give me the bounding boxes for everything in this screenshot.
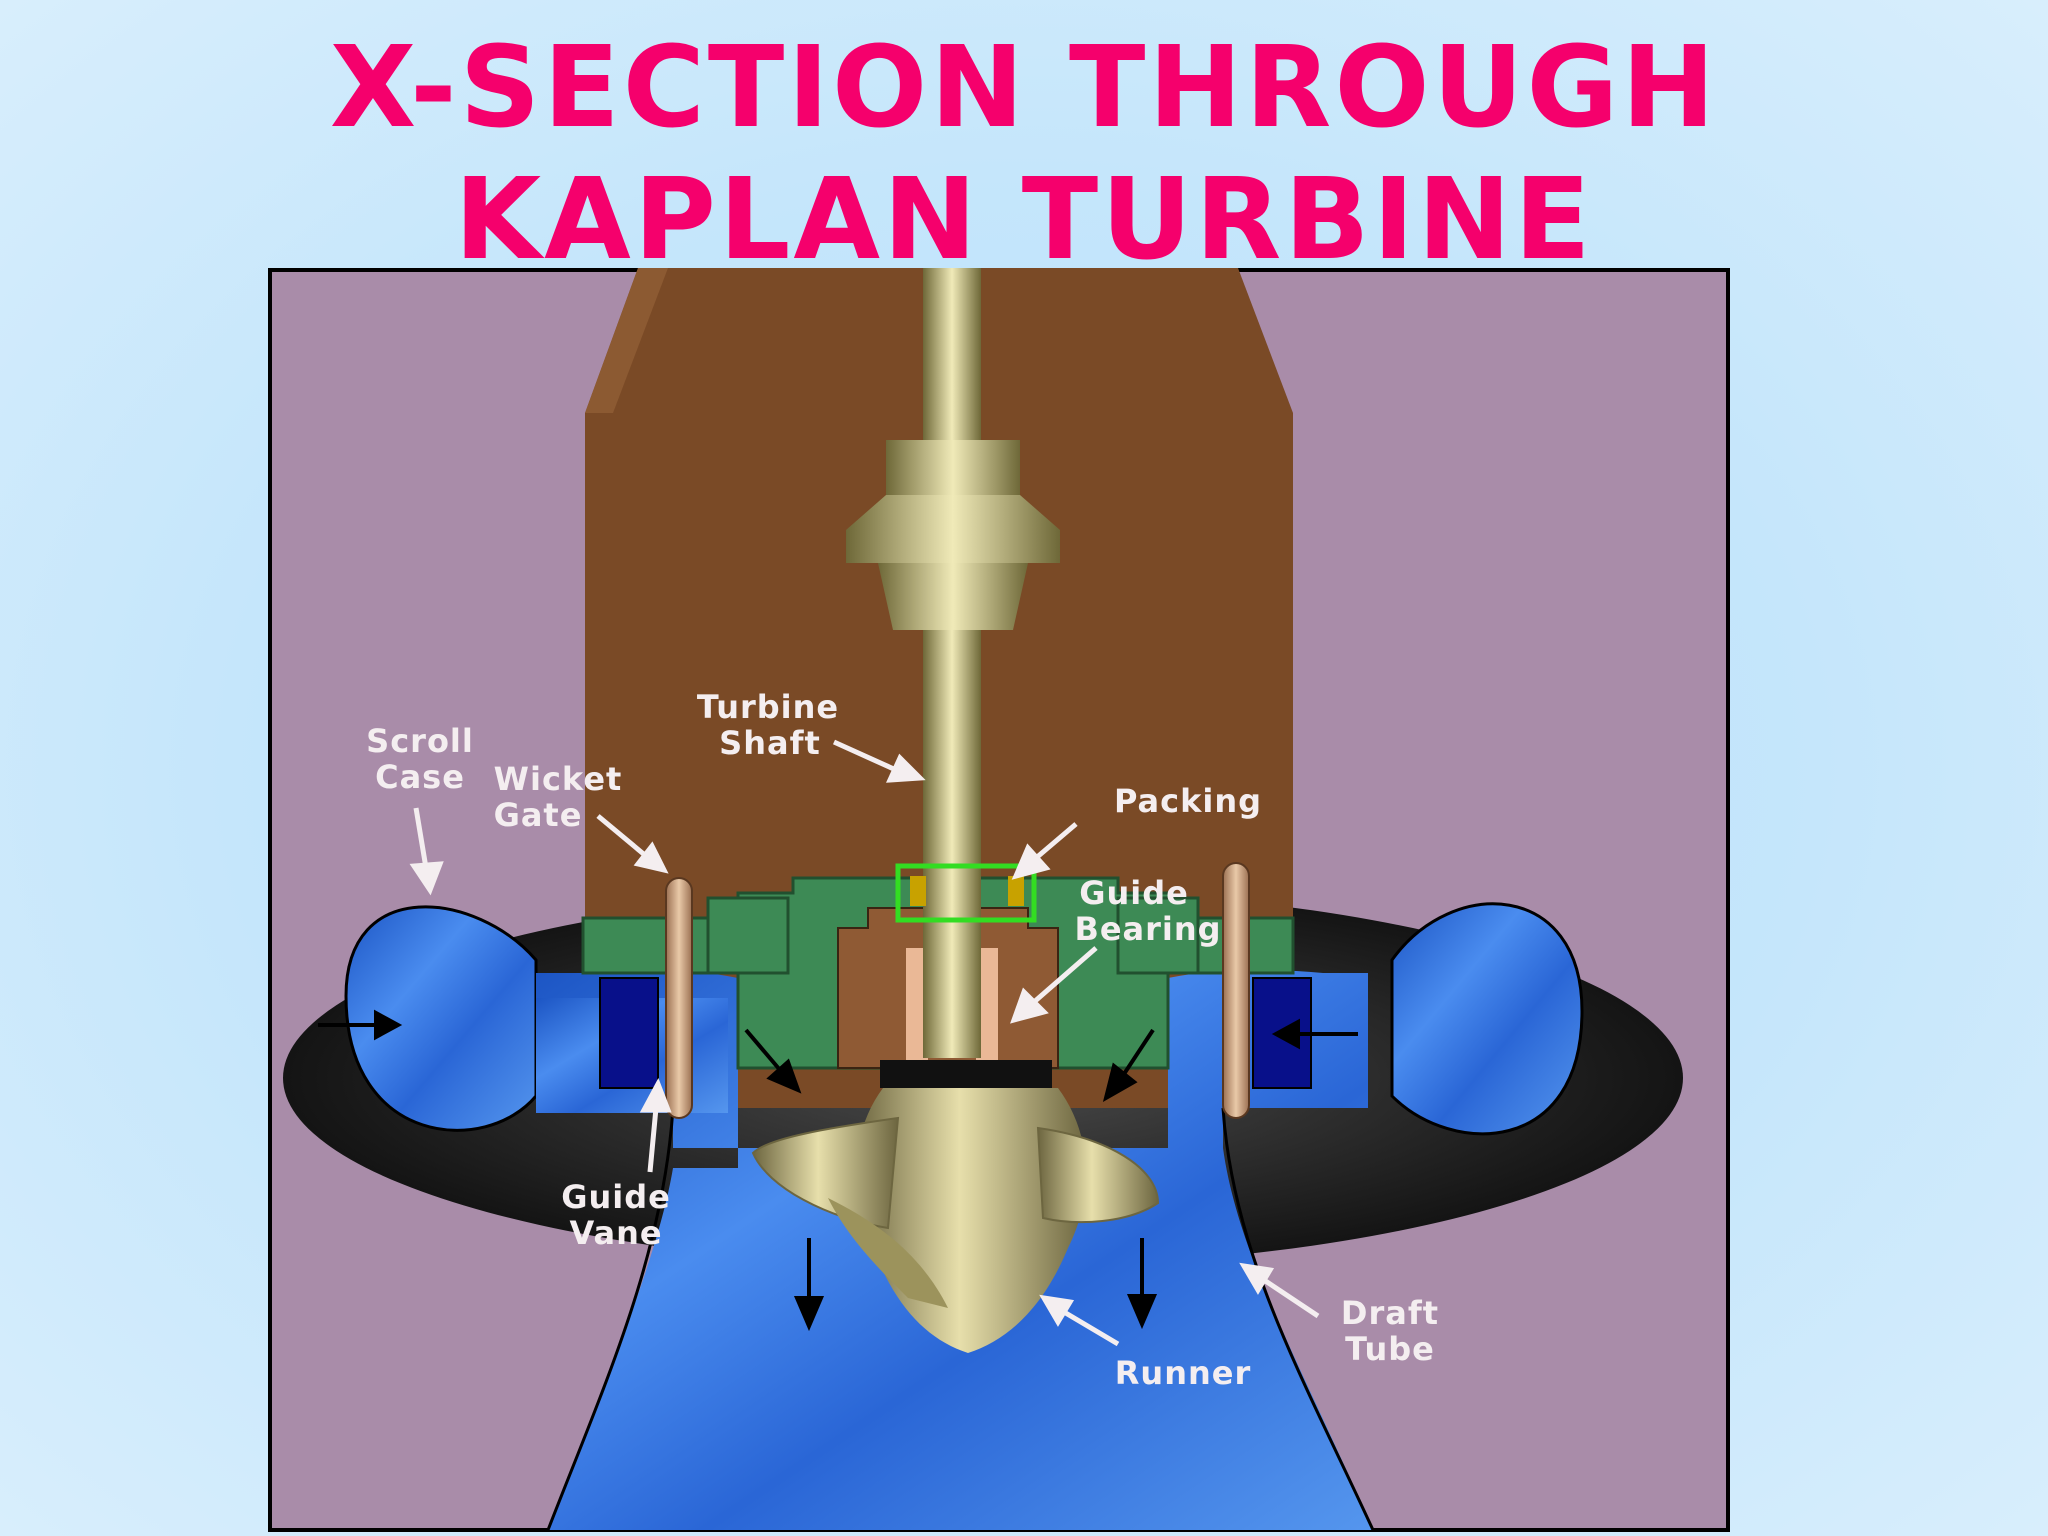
label-scroll-case-2: Case [375,758,465,796]
label-wicket-gate-1: Wicket [494,760,623,798]
label-draft-tube-2: Tube [1345,1330,1435,1368]
title-line-2: KAPLAN TURBINE [454,155,1594,285]
seal-band [880,1060,1052,1088]
turbine-shaft [923,268,981,1058]
runner-blade-lower [828,1198,948,1308]
bearing-pad-left [906,948,928,1063]
draft-tube-wall-left [546,1107,675,1531]
title-line-1: X-SECTION THROUGH [329,23,1719,153]
packing-left [910,876,926,906]
label-turbine-shaft-1: Turbine [697,688,839,726]
packing-right [1008,876,1024,906]
label-wicket-gate-2: Gate [494,796,583,834]
flow-arrows [318,1009,1358,1332]
packing-highlight [895,863,1037,923]
scroll-case-right [1390,902,1584,1136]
wicket-gate-right [1222,862,1250,1119]
bearing-pad-right [976,948,998,1063]
label-guide-vane-2: Vane [569,1214,662,1252]
diagram-svg: Scroll Case Wicket Gate Turbine Shaft Pa… [268,268,1730,1532]
runner-blade-right [1036,1126,1160,1224]
labels: Scroll Case Wicket Gate Turbine Shaft Pa… [366,688,1439,1392]
shaft-coupling [846,495,1060,563]
wicket-gate-left [665,877,693,1119]
slide-title: X-SECTION THROUGH KAPLAN TURBINE [0,22,2048,286]
label-turbine-shaft-2: Shaft [719,724,821,762]
label-guide-bearing-2: Bearing [1074,910,1221,948]
shaft-coupling-top [886,440,1020,495]
label-guide-bearing-1: Guide [1079,874,1189,912]
label-draft-tube-1: Draft [1341,1294,1439,1332]
label-packing: Packing [1114,782,1262,820]
draft-tube-wall-right [1221,1107,1375,1531]
guide-vane-left [599,977,659,1089]
label-runner: Runner [1115,1354,1251,1392]
scroll-case-left [344,905,538,1132]
kaplan-turbine-diagram: Scroll Case Wicket Gate Turbine Shaft Pa… [268,268,1730,1532]
label-scroll-case-1: Scroll [366,722,474,760]
label-pointers [409,739,1320,1347]
label-guide-vane-1: Guide [561,1178,671,1216]
